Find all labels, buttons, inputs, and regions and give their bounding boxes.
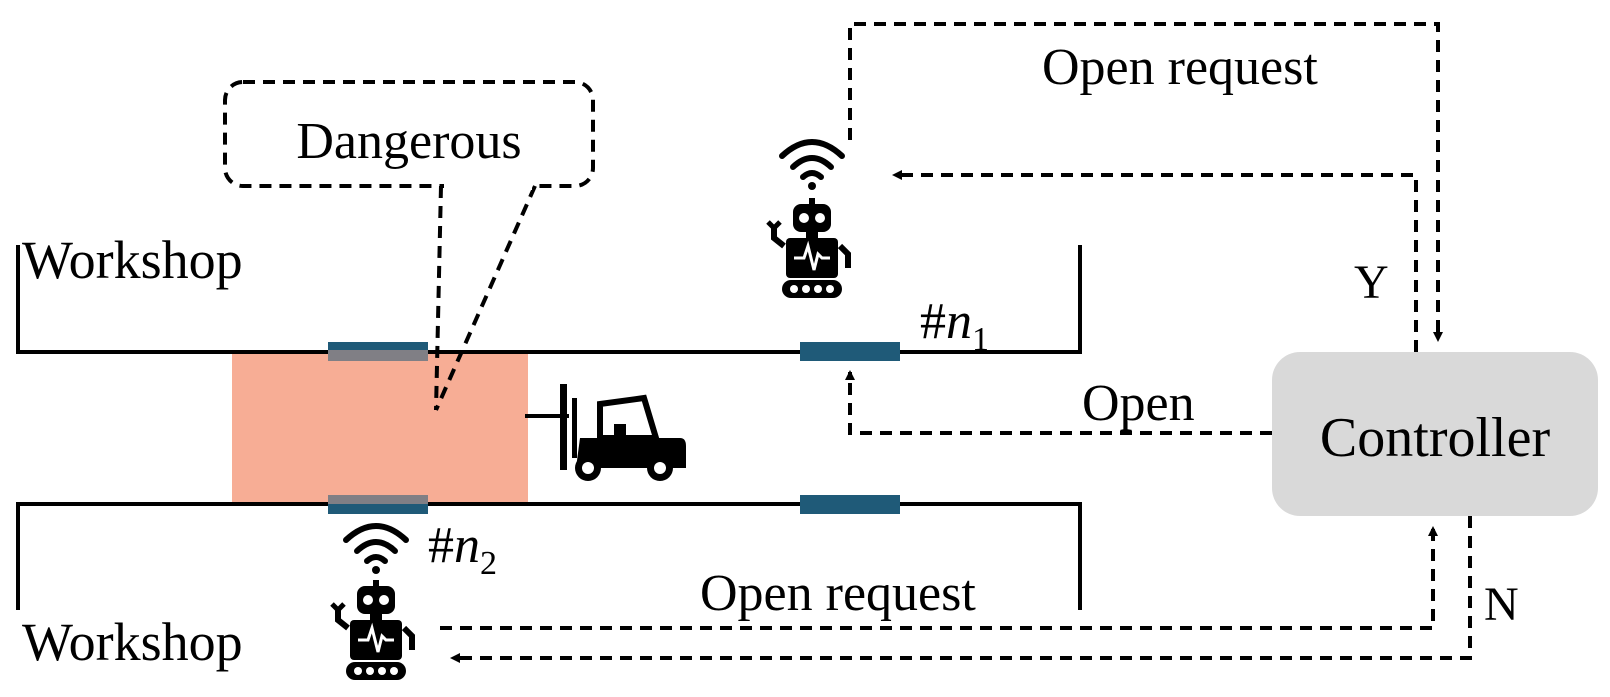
dangerous-callout: Dangerous bbox=[223, 80, 595, 411]
door-n2 bbox=[328, 495, 428, 514]
node-n1-sub: 1 bbox=[972, 321, 989, 358]
callout-pointer-left bbox=[434, 185, 443, 411]
forklift-icon bbox=[525, 384, 686, 481]
no-reply-line bbox=[450, 516, 1472, 663]
callout-gap-cover bbox=[444, 180, 532, 190]
open-command-line bbox=[845, 370, 1272, 435]
callout-box bbox=[223, 80, 595, 188]
yes-reply-line bbox=[892, 170, 1418, 352]
door-top-left bbox=[328, 342, 428, 361]
node-n2-hash: # bbox=[428, 517, 454, 574]
controller-label: Controller bbox=[1320, 407, 1551, 469]
corridor-walls bbox=[16, 245, 1082, 610]
top-wall bbox=[16, 245, 1082, 354]
open-request-bottom-label: Open request bbox=[700, 565, 976, 622]
node-n2-var: n bbox=[454, 517, 480, 574]
door-overlap-bottom bbox=[328, 495, 428, 504]
controller-rect bbox=[1272, 352, 1598, 516]
callout-pointer-right bbox=[434, 185, 537, 411]
controller-box: Controller bbox=[1272, 352, 1598, 516]
robot-n1 bbox=[766, 139, 851, 298]
open-request-bottom-line bbox=[440, 526, 1438, 630]
dangerous-label: Dangerous bbox=[296, 113, 521, 170]
node-n1-var: n bbox=[946, 293, 972, 350]
robot-icon bbox=[766, 198, 851, 298]
no-label: N bbox=[1484, 578, 1519, 631]
open-request-top-line bbox=[848, 22, 1443, 342]
wifi-icon bbox=[779, 139, 845, 190]
node-n2-sub: 2 bbox=[480, 545, 497, 582]
open-label: Open bbox=[1082, 375, 1195, 432]
door-n1 bbox=[800, 342, 900, 361]
bottom-wall bbox=[16, 502, 1082, 610]
door-bottom-right bbox=[800, 495, 900, 514]
node-n1-hash: # bbox=[920, 293, 946, 350]
danger-zone bbox=[232, 350, 528, 502]
open-request-top-label: Open request bbox=[1042, 39, 1318, 96]
node-n1-label: #n1 bbox=[920, 293, 989, 358]
workshop-label-bottom: Workshop bbox=[22, 612, 243, 672]
signal-lines bbox=[440, 22, 1472, 663]
door-overlap-top bbox=[328, 350, 428, 361]
yes-label: Y bbox=[1354, 256, 1389, 309]
robot-n2 bbox=[330, 523, 415, 680]
doors bbox=[328, 342, 900, 514]
robot-icon bbox=[330, 580, 415, 680]
workshop-label-top: Workshop bbox=[22, 230, 243, 290]
node-n2-label: #n2 bbox=[428, 517, 497, 582]
wifi-icon bbox=[343, 523, 409, 574]
